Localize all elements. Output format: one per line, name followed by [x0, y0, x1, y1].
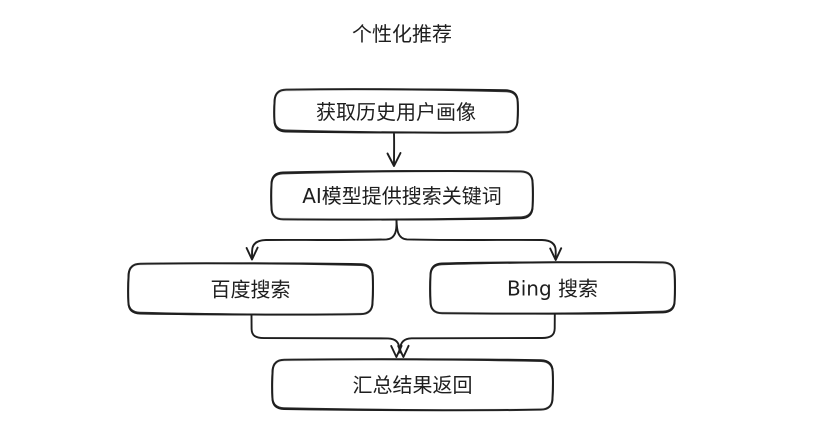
- flow-node-ai-model-keywords: AI模型提供搜索关键词: [270, 169, 535, 222]
- arrow-ai-to-baidu: [245, 219, 398, 261]
- flow-node-aggregate-results: 汇总结果返回: [271, 357, 555, 412]
- arrow-bing-to-aggregate: [397, 313, 556, 358]
- flow-node-get-history-profile: 获取历史用户画像: [273, 87, 520, 135]
- arrowhead-down-icon: [245, 246, 259, 261]
- diagram-title: 个性化推荐: [352, 22, 452, 46]
- arrow-shaft: [251, 219, 398, 258]
- arrowhead-down-icon: [549, 247, 563, 261]
- node-label: AI模型提供搜索关键词: [302, 184, 502, 208]
- arrowhead-down-icon: [397, 344, 410, 358]
- node-label: 汇总结果返回: [353, 373, 473, 397]
- node-label: Bing 搜索: [507, 277, 598, 301]
- arrow-shaft: [250, 314, 401, 354]
- arrow-profile-to-ai: [386, 133, 402, 167]
- flow-node-bing-search: Bing 搜索: [429, 260, 677, 316]
- node-label: 获取历史用户画像: [316, 100, 476, 124]
- node-label: 百度搜索: [211, 278, 291, 302]
- arrowhead-down-icon: [386, 152, 402, 167]
- arrow-baidu-to-aggregate: [250, 314, 403, 358]
- arrow-ai-to-bing: [395, 219, 563, 261]
- arrow-shaft: [395, 219, 557, 258]
- flow-node-baidu-search: 百度搜索: [127, 261, 375, 317]
- arrow-shaft: [399, 313, 556, 354]
